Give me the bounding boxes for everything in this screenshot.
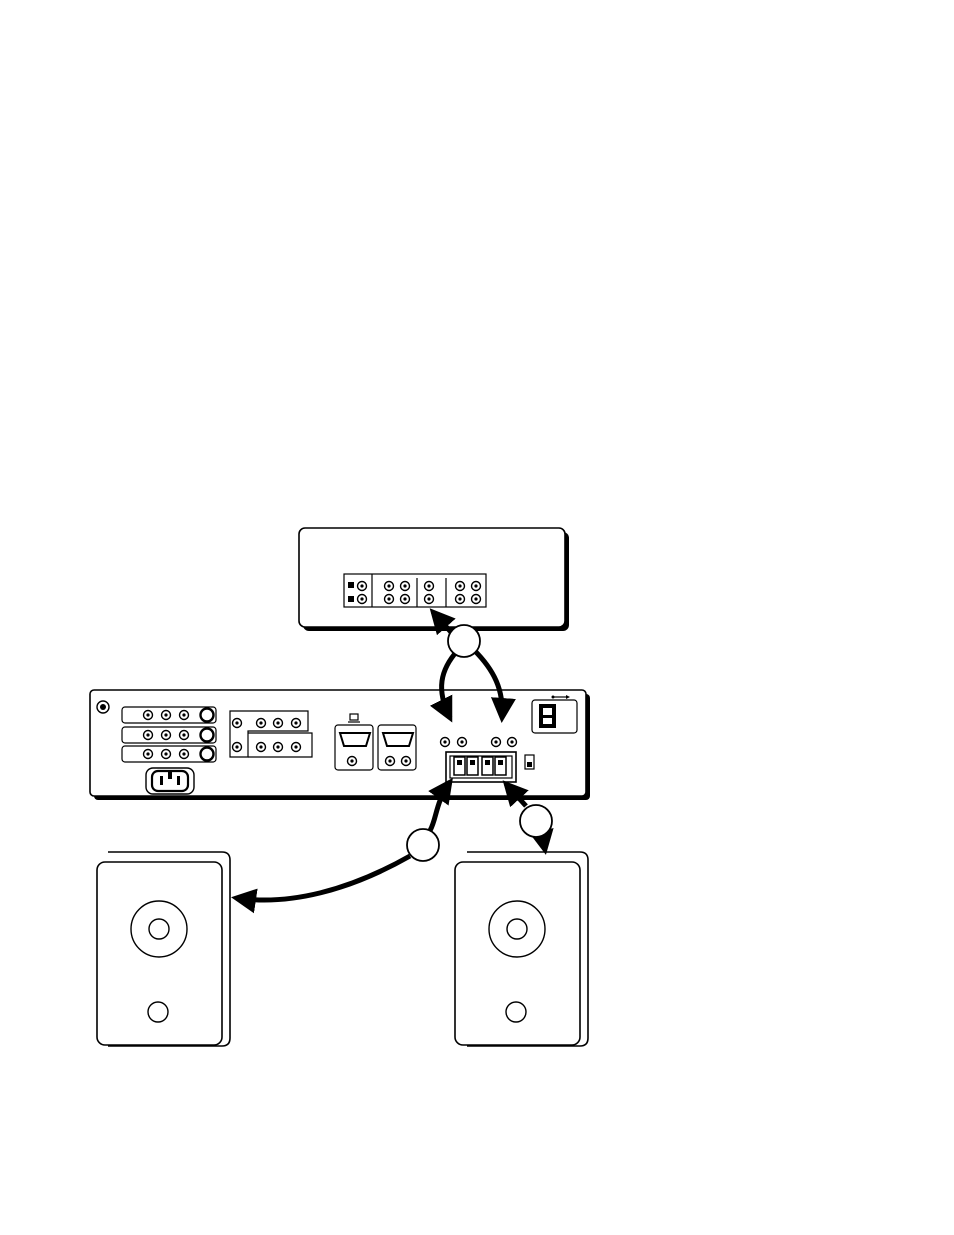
- callout-circle: [407, 829, 439, 861]
- speaker-terminals: [446, 752, 516, 782]
- ac-power-inlet: [146, 768, 194, 794]
- tweeter: [148, 1002, 168, 1022]
- ground-screw-icon: [97, 701, 109, 713]
- callout-circle: [448, 625, 480, 657]
- left-speaker: [97, 852, 230, 1046]
- av-receiver: [90, 690, 590, 800]
- callout-circle: [520, 805, 552, 837]
- source-output-panel: [344, 574, 486, 607]
- impedance-switch: [525, 755, 534, 769]
- right-speaker: [455, 852, 588, 1046]
- usb-port: [532, 695, 577, 733]
- tweeter: [506, 1002, 526, 1022]
- video-input-rows: [122, 707, 216, 762]
